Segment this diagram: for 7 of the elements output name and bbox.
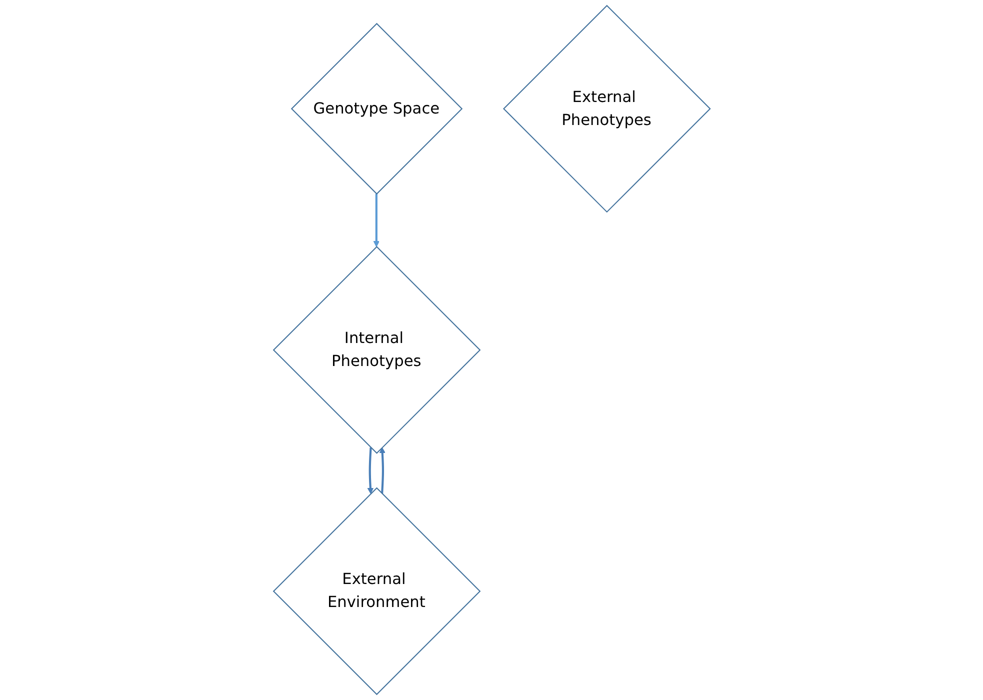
node-diamond: External Environment <box>272 487 480 696</box>
arrow <box>378 447 386 494</box>
node-diamond: External Phenotypes <box>502 4 710 213</box>
arrow <box>367 447 374 494</box>
arrow <box>373 194 380 248</box>
node-diamond: Genotype Space <box>290 22 462 195</box>
node-diamond: Internal Phenotypes <box>272 246 480 454</box>
